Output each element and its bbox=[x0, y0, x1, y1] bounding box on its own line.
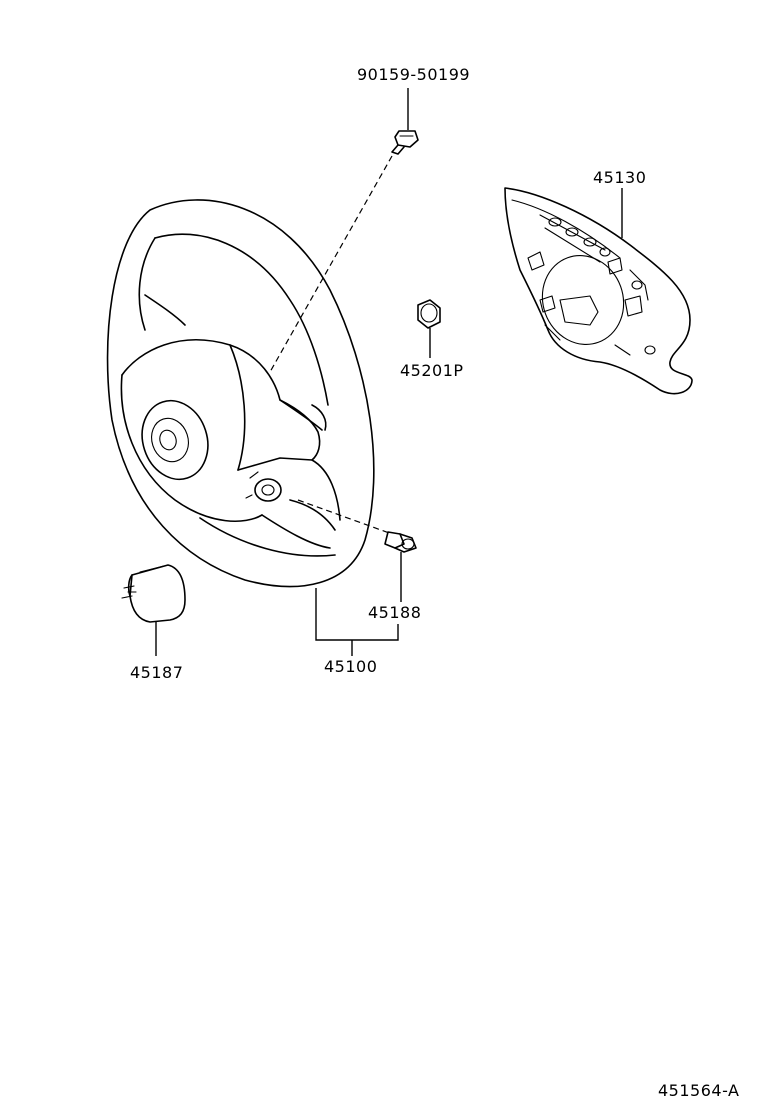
label-cover: 45187 bbox=[130, 663, 183, 682]
screw-assembly-line bbox=[297, 499, 393, 535]
bolt-assembly-line bbox=[269, 155, 393, 373]
label-nut: 45201P bbox=[400, 361, 464, 380]
label-screw: 45188 bbox=[368, 603, 421, 622]
cover-part bbox=[121, 564, 186, 656]
bolt-part bbox=[391, 88, 419, 155]
label-wheel: 45100 bbox=[324, 657, 377, 676]
label-bolt: 90159-50199 bbox=[357, 65, 470, 84]
nut-part bbox=[417, 299, 441, 358]
label-pad: 45130 bbox=[593, 168, 646, 187]
wheel-leader-bracket bbox=[315, 588, 399, 641]
steering-wheel-part bbox=[106, 199, 375, 588]
pad-part bbox=[504, 187, 693, 395]
screw-part bbox=[384, 531, 417, 602]
diagram-reference-code: 451564-A bbox=[658, 1081, 739, 1100]
